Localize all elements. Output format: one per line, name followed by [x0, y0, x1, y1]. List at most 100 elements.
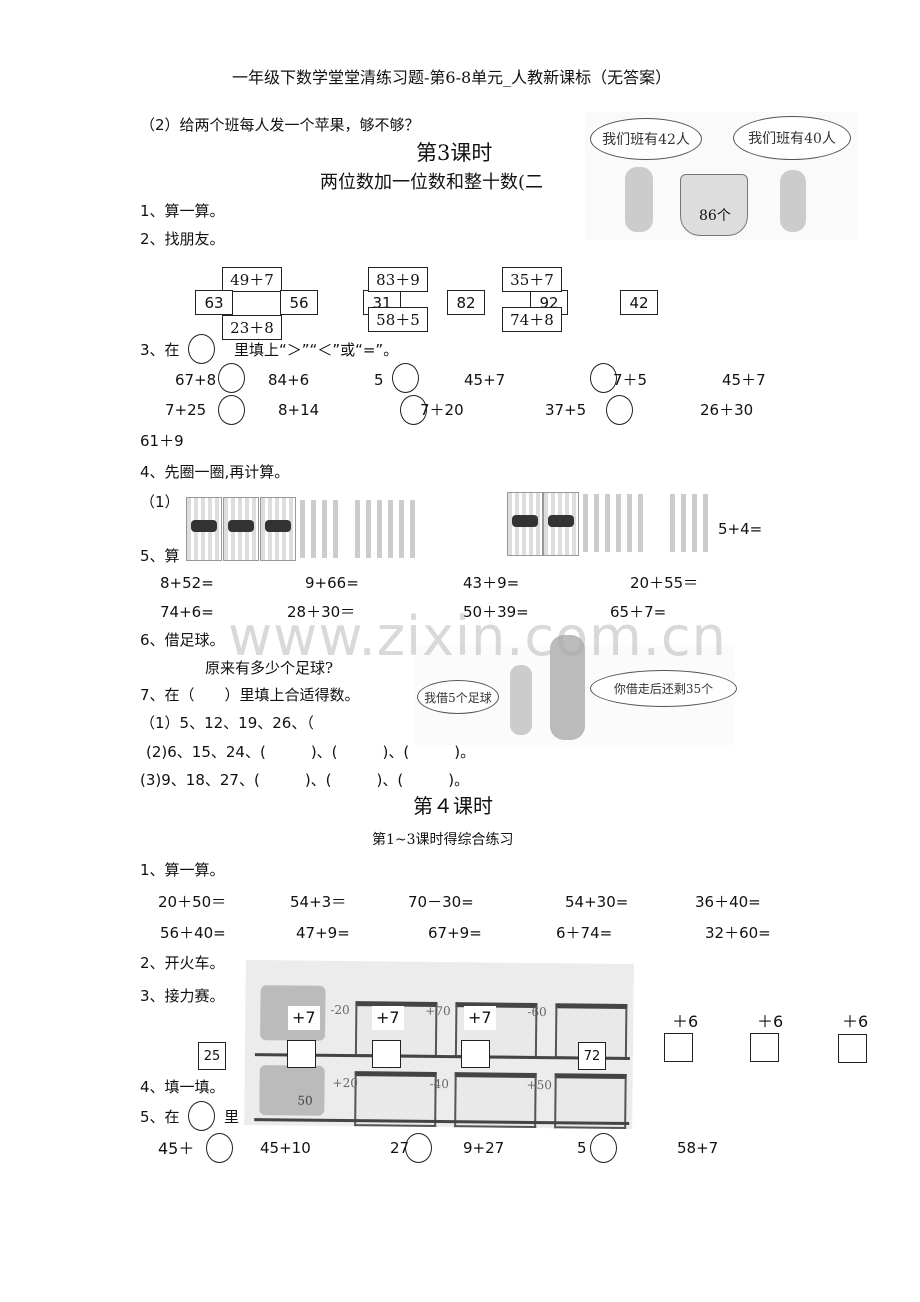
compare-expr: 45＋7	[722, 371, 766, 389]
l4-q5-prefix: 5、在	[140, 1108, 180, 1126]
compare-expr: 67+8	[175, 371, 217, 389]
answer-circle[interactable]	[405, 1133, 432, 1163]
friend-box: 56	[280, 290, 318, 315]
q6-label: 6、借足球。	[140, 631, 225, 649]
answer-circle[interactable]	[206, 1133, 233, 1163]
intro-question: （2）给两个班每人发一个苹果，够不够？	[140, 116, 420, 134]
compare-expr: 61＋9	[140, 432, 184, 450]
friend-box: 74＋8	[502, 307, 562, 332]
compare-expr: 7+25	[165, 401, 207, 419]
calc-expr: 74+6=	[160, 603, 214, 621]
calc-expr: 20＋55＝	[630, 574, 699, 592]
relay-mid-box: 72	[578, 1042, 606, 1070]
apples-illustration: 我们班有42人 我们班有40人 86个	[585, 112, 857, 240]
friend-box: 63	[195, 290, 233, 315]
answer-circle[interactable]	[392, 363, 419, 393]
woman-figure	[550, 635, 585, 740]
q3-suffix: 里填上“＞”“＜”或“=”。	[234, 341, 399, 359]
calc-expr: 43＋9=	[463, 574, 520, 592]
stick-bundle	[223, 497, 259, 561]
compare-expr: 45+7	[464, 371, 506, 389]
stick-bundle	[186, 497, 222, 561]
answer-circle[interactable]	[188, 1101, 215, 1131]
relay-op: ＋6	[757, 1012, 784, 1031]
compare-expr: 5	[577, 1139, 587, 1157]
train-op-label: +70	[425, 1003, 451, 1019]
answer-circle[interactable]	[218, 395, 245, 425]
loose-sticks	[300, 500, 340, 558]
speech-bubble-42: 我们班有42人	[590, 118, 702, 160]
l4-q5-suffix: 里	[224, 1108, 240, 1126]
answer-circle[interactable]	[188, 334, 215, 364]
calc-expr: 54+3＝	[290, 893, 347, 911]
compare-expr: 84+6	[268, 371, 310, 389]
q3-prefix: 3、在	[140, 341, 180, 359]
sequence-2: (2)6、15、24、( )、( )、( )。	[146, 743, 476, 761]
apple-basket: 86个	[680, 174, 748, 236]
calc-expr: 32＋60=	[705, 924, 771, 942]
calc-expr: 20＋50＝	[158, 893, 227, 911]
train-op-label: -60	[527, 1004, 547, 1020]
calc-expr: 9+66=	[305, 574, 359, 592]
l4-q1-label: 1、算一算。	[140, 861, 225, 879]
l4-q3-label: 3、接力赛。	[140, 987, 225, 1005]
train-op-label: +50	[526, 1077, 552, 1093]
answer-circle[interactable]	[606, 395, 633, 425]
compare-expr: 7＋5	[613, 371, 648, 389]
compare-expr: 45＋	[158, 1139, 195, 1158]
calc-expr: 65＋7=	[610, 603, 667, 621]
lesson3-title: 第3课时	[416, 141, 493, 165]
relay-answer-box[interactable]	[461, 1040, 490, 1068]
engine-number: 50	[297, 1093, 313, 1108]
calc-expr: 56＋40=	[160, 924, 226, 942]
speech-bubble-boy: 我借5个足球	[417, 680, 499, 714]
train-op-label: -40	[429, 1076, 449, 1092]
relay-answer-box[interactable]	[372, 1040, 401, 1068]
watermark: www.zixin.com.cn	[228, 605, 727, 668]
compare-expr: 7＋20	[420, 401, 464, 419]
relay-answer-box[interactable]	[287, 1040, 316, 1068]
document-title: 一年级下数学堂堂清练习题-第6-8单元_人教新课标（无答案）	[232, 68, 672, 87]
compare-expr: 27	[390, 1139, 410, 1157]
calc-expr: 54+30=	[565, 893, 629, 911]
compare-expr: 37+5	[545, 401, 587, 419]
football-illustration: 我借5个足球 你借走后还剩35个	[415, 635, 737, 745]
sequence-1: （1）5、12、19、26、（	[140, 714, 314, 732]
calc-expr: 36＋40=	[695, 893, 761, 911]
compare-expr: 58+7	[677, 1139, 719, 1157]
relay-start-box: 25	[198, 1042, 226, 1070]
lesson4-subtitle: 第1~3课时得综合练习	[372, 832, 514, 848]
lesson4-title: 第４课时	[413, 794, 493, 818]
l4-q4-label: 4、填一填。	[140, 1078, 225, 1096]
speech-bubble-woman: 你借走后还剩35个	[590, 670, 737, 707]
compare-expr: 26＋30	[700, 401, 754, 419]
relay-op: +7	[372, 1006, 404, 1030]
stick-bundle	[260, 497, 296, 561]
train-engine: 50	[259, 1065, 325, 1116]
compare-expr: 5	[374, 371, 384, 389]
stick-bundle	[507, 492, 543, 556]
friend-box: 83＋9	[368, 267, 428, 292]
train-op-label: -20	[330, 1002, 350, 1018]
answer-circle[interactable]	[590, 363, 617, 393]
q4-expression: 5+4=	[718, 520, 763, 538]
friend-box: 42	[620, 290, 658, 315]
q6-question: 原来有多少个足球?	[205, 659, 334, 677]
loose-sticks	[583, 494, 643, 552]
compare-expr: 45+10	[260, 1139, 311, 1157]
friend-box: 82	[447, 290, 485, 315]
stick-bundle	[543, 492, 579, 556]
relay-answer-box[interactable]	[664, 1033, 693, 1062]
answer-circle[interactable]	[218, 363, 245, 393]
calc-expr: 28＋30＝	[287, 603, 356, 621]
relay-answer-box[interactable]	[750, 1033, 779, 1062]
relay-answer-box[interactable]	[838, 1034, 867, 1063]
relay-op: ＋6	[842, 1012, 869, 1031]
relay-op: +7	[288, 1006, 320, 1030]
calc-expr: 50＋39=	[463, 603, 529, 621]
answer-circle[interactable]	[590, 1133, 617, 1163]
basket-label: 86个	[699, 208, 731, 224]
q7-label: 7、在（ ）里填上合适得数。	[140, 686, 360, 704]
friend-box: 23＋8	[222, 315, 282, 340]
answer-circle[interactable]	[400, 395, 427, 425]
